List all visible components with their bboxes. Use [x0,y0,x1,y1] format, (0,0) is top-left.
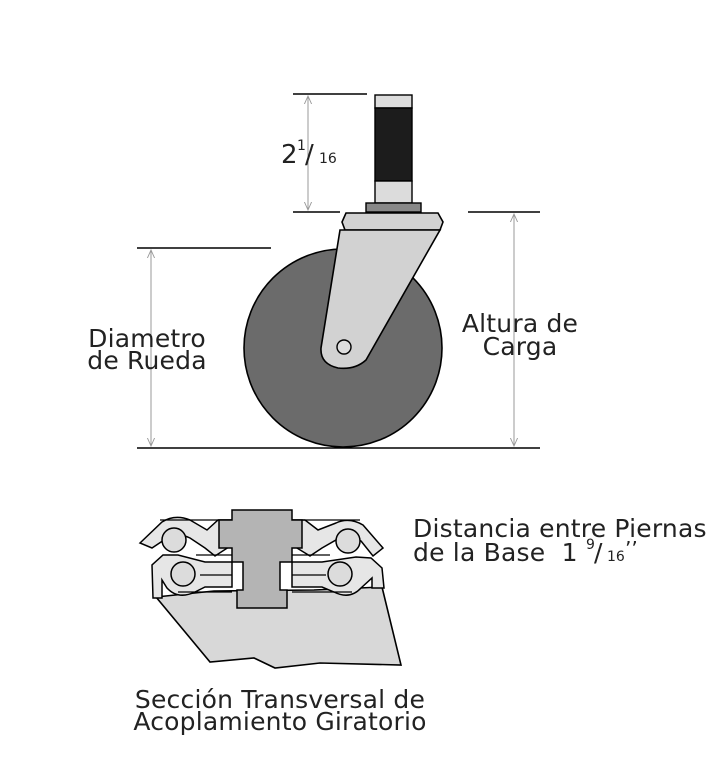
stem [365,94,422,213]
svg-text:’’: ’’ [625,537,638,561]
stem-grip [374,107,413,182]
load-height-label: Altura de Carga [462,309,578,361]
svg-text:de Rueda: de Rueda [87,346,206,375]
svg-text:Acoplamiento Giratorio: Acoplamiento Giratorio [133,707,426,736]
stem-dimension-label: 2 1 / 16 [281,138,337,170]
center-hub [218,509,303,609]
svg-text:1: 1 [297,138,306,154]
svg-text:16: 16 [607,549,625,565]
svg-text:Sección Transversal de: Sección Transversal de [135,685,425,714]
svg-text:Distancia entre Piernas: Distancia entre Piernas [413,514,707,543]
fork [320,212,444,370]
bearing-ball [161,527,187,553]
bearing-ball [335,528,361,554]
section-title: Sección Transversal de Acoplamiento Gira… [133,685,426,736]
leg-distance-label: Distancia entre Piernas de la Base 1 9 /… [413,514,707,567]
svg-text:9: 9 [586,537,595,553]
svg-text:/: / [594,538,603,567]
axle [336,339,352,355]
svg-text:Carga: Carga [483,332,558,361]
svg-text:2: 2 [281,140,298,170]
bearing-ball [170,561,196,587]
svg-text:Altura de: Altura de [462,309,578,338]
svg-text:Diametro: Diametro [88,324,206,353]
svg-text:de la Base 1: de la Base 1 [413,538,578,567]
caster-side-view: 2 1 / 16 Diametro de Rueda Altura de Car… [87,93,578,449]
svg-text:/: / [305,140,314,170]
wheel-diameter-label: Diametro de Rueda [87,324,206,375]
swivel-cross-section [138,509,403,669]
bearing-ball [327,561,353,587]
svg-text:16: 16 [319,151,337,167]
